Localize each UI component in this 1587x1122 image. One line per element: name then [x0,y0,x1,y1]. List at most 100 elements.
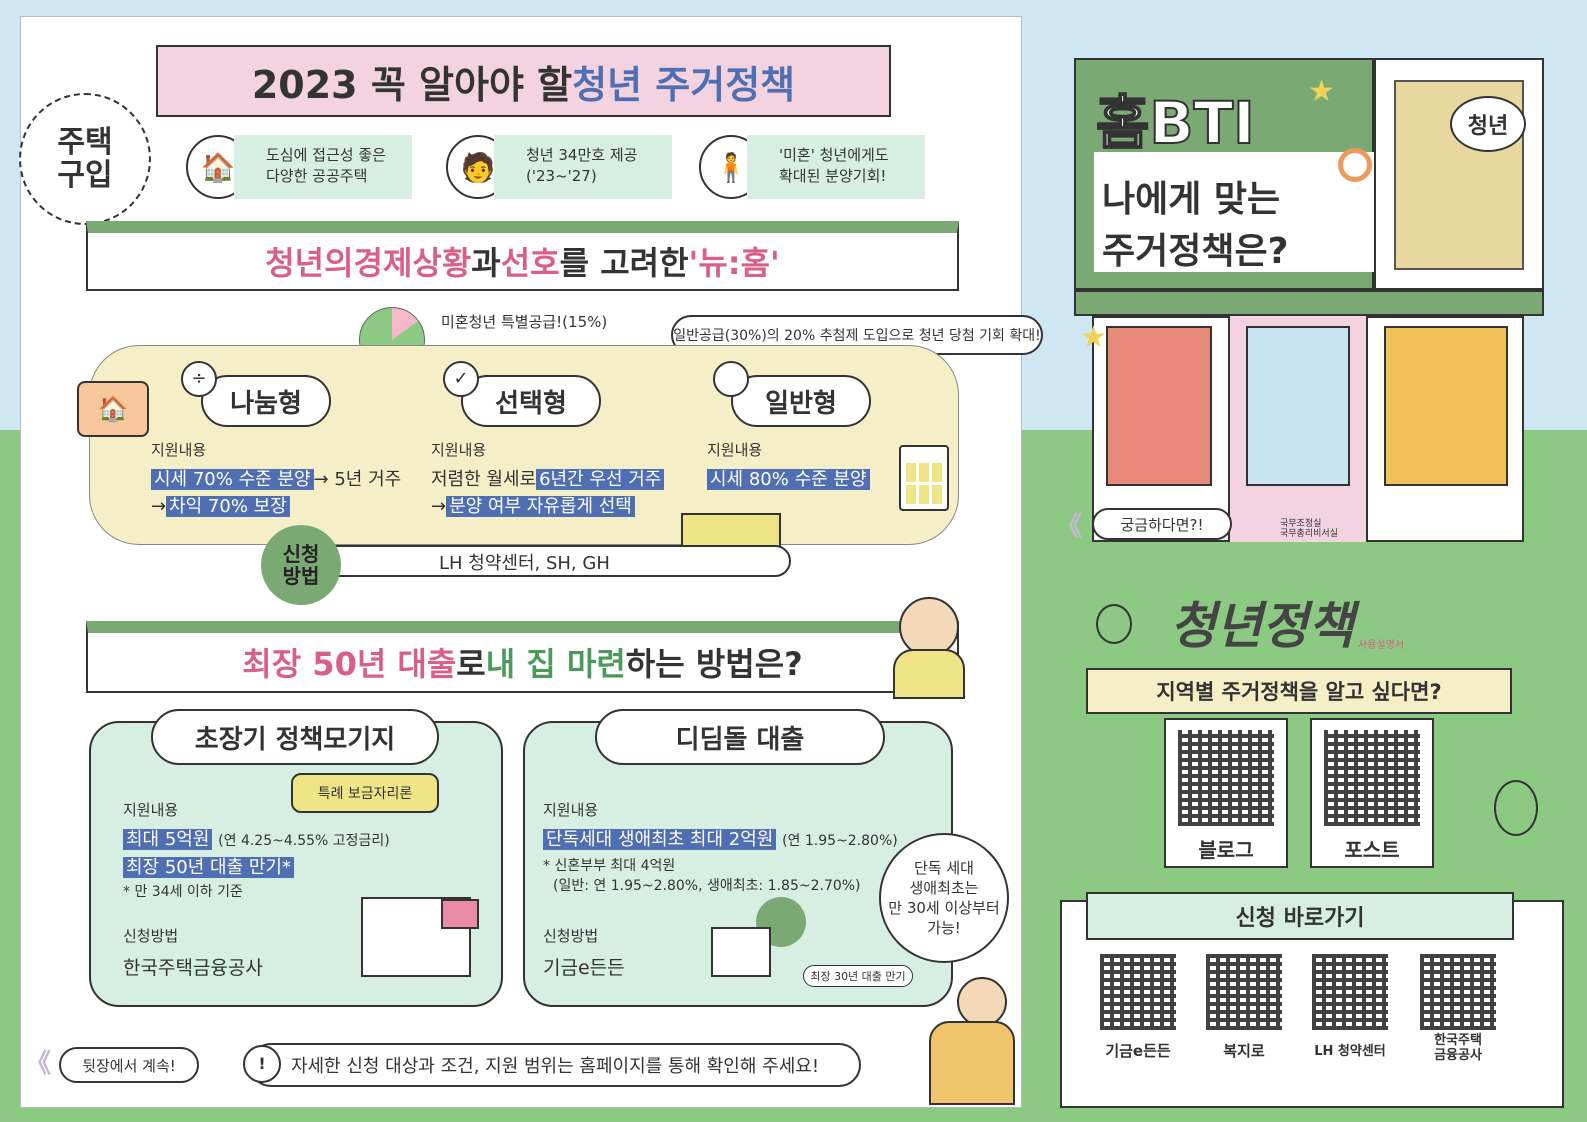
qr-label: 포스트 [1344,838,1400,862]
highlight-text: 차익 70% 보장 [166,496,290,517]
policy-logo: 청년정책 [1170,597,1354,655]
highlight-text: 단독세대 생애최초 최대 2억원 [543,829,777,850]
support-label: 지원내용 [151,441,207,459]
youth-bubble: 청년 [1450,96,1526,152]
qr-code-icon[interactable] [1420,954,1496,1030]
note-text: (연 4.25~4.55% 고정금리) [218,833,390,849]
feature-text: 도심에 접근성 좋은 다양한 공공주택 [234,135,412,199]
continue-back-note: 뒷장에서 계속! [59,1047,199,1083]
support-label: 지원내용 [123,801,179,819]
divide-icon: ÷ [181,361,217,397]
person-body-illustration [893,649,965,699]
banner-text: 선호 [500,244,560,282]
qr-code-icon[interactable] [1312,954,1388,1030]
apply-method-value: 기금e든든 [543,957,625,979]
heading-text: 하는 방법은? [625,645,803,683]
page-title: 2023 꼭 알아야 할 청년 주거정책 [156,45,891,117]
heading-text: 로 [456,645,486,683]
highlight-text: 최대 5억원 [123,829,213,850]
region-question: 지역별 주거정책을 알고 싶다면? [1086,668,1512,714]
type-line: 시세 80% 수준 분양 [707,465,870,491]
curious-bubble: 궁금하다면?! [1092,508,1232,540]
age-note-bubble: 단독 세대 생애최초는 만 30세 이상부터 가능! [879,833,1009,963]
pie-label: 미혼청년 특별공급!(15%) [441,313,608,331]
type-line: 시세 70% 수준 분양→ 5년 거주 [151,465,401,491]
plain-text: 저렴한 월세로 [431,469,537,490]
right-panel: 홈BTI ★ 나에게 맞는 주거정책은? 청년 ★ 《 궁금하다면?! 국무조정… [1040,0,1587,1122]
footnote: (일반: 연 1.95~2.80%, 생애최초: 1.85~2.70%) [553,878,861,894]
apply-method-label: 신청방법 [543,927,599,945]
apply-label: 신청 방법 [261,525,341,605]
plain-text: → [431,496,447,517]
banner-text: 과 [471,244,501,282]
feature-text: 청년 34만호 제공 ('23~'27) [494,135,672,199]
highlight-text: 분양 여부 자유롭게 선택 [446,496,635,517]
qr-code-icon[interactable] [1100,954,1176,1030]
tree-icon [1494,780,1538,836]
qr-card-blog[interactable]: 블로그 [1164,718,1288,868]
calculator-icon [899,445,949,511]
support-label: 지원내용 [543,801,599,819]
check-icon: ✓ [443,361,479,397]
mortgage-title: 초장기 정책모기지 [151,709,439,765]
apply-bar [271,545,791,577]
footnote: * 만 34세 이하 기준 [123,884,243,900]
qr-card-post[interactable]: 포스트 [1310,718,1434,868]
qr-label: 기금e든든 [1105,1042,1171,1060]
qr-label: 복지로 [1223,1042,1265,1060]
note-text: (연 1.95~2.80%) [782,833,898,849]
feature-3: 🧍 '미혼' 청년에게도 확대된 분양기회! [699,135,925,199]
type-name: 일반형 [731,375,871,427]
support-label: 지원내용 [431,441,487,459]
house-roof-illustration [441,899,479,929]
footnote: * 신혼부부 최대 4억원 [543,858,676,874]
heading-text: 최장 50년 대출 [242,645,457,683]
feature-2: 🧑 청년 34만호 제공 ('23~'27) [446,135,672,199]
qr-label: 한국주택 금융공사 [1434,1033,1482,1063]
highlight-text: 시세 70% 수준 분양 [151,469,314,490]
house-sign-icon: 🏠 [77,381,149,437]
plain-text: → 5년 거주 [313,469,402,490]
star-icon: ★ [1080,320,1107,355]
highlight-text: 6년간 우선 거주 [536,469,665,490]
tree-icon [1096,604,1132,644]
question-panel [1094,152,1374,272]
feature-text: '미혼' 청년에게도 확대된 분양기회! [747,135,925,199]
plain-text: → [151,496,167,517]
qr-code-icon[interactable] [1206,954,1282,1030]
back-arrow-icon: 《 [25,1049,52,1079]
highlight-text: 최장 50년 대출 만기* [123,857,294,878]
loan-term-tag: 최장 30년 대출 만기 [803,965,913,987]
qr-code-icon [1178,730,1274,826]
mortgage-line: 최장 50년 대출 만기* [123,853,294,879]
building-ledge [1074,290,1544,316]
type-name: 나눔형 [201,375,331,427]
back-arrow-icon: 《 [1056,512,1083,542]
person-body-illustration [929,1021,1015,1105]
banner-text: '뉴:홈' [688,244,780,282]
apply-method-label: 신청방법 [123,927,179,945]
mortgage-badge: 특례 보금자리론 [291,773,439,813]
circle-icon [713,361,749,397]
support-label: 지원내용 [707,441,763,459]
house-illustration [361,897,471,977]
type-line: →차익 70% 보장 [151,492,290,518]
person-illustration [957,977,1007,1027]
apply-value: LH 청약센터, SH, GH [439,553,610,574]
housing-purchase-stamp: 주택 구입 [19,93,151,225]
house-illustration [711,927,771,977]
question-line-2: 주거정책은? [1102,231,1289,272]
mortgage-line: 최대 5억원 (연 4.25~4.55% 고정금리) [123,825,390,851]
homebti-title: 홈BTI [1095,88,1256,158]
left-panel: 2023 꼭 알아야 할 청년 주거정책 주택 구입 🏠 도심에 접근성 좋은 … [19,16,1043,1108]
info-icon: ! [243,1045,281,1083]
window-left [1106,326,1212,486]
qr-label: LH 청약센터 [1314,1044,1386,1059]
star-icon: ★ [1308,74,1335,109]
feature-1: 🏠 도심에 접근성 좋은 다양한 공공주택 [186,135,412,199]
question-line-1: 나에게 맞는 [1102,179,1281,220]
type-name: 선택형 [461,375,601,427]
